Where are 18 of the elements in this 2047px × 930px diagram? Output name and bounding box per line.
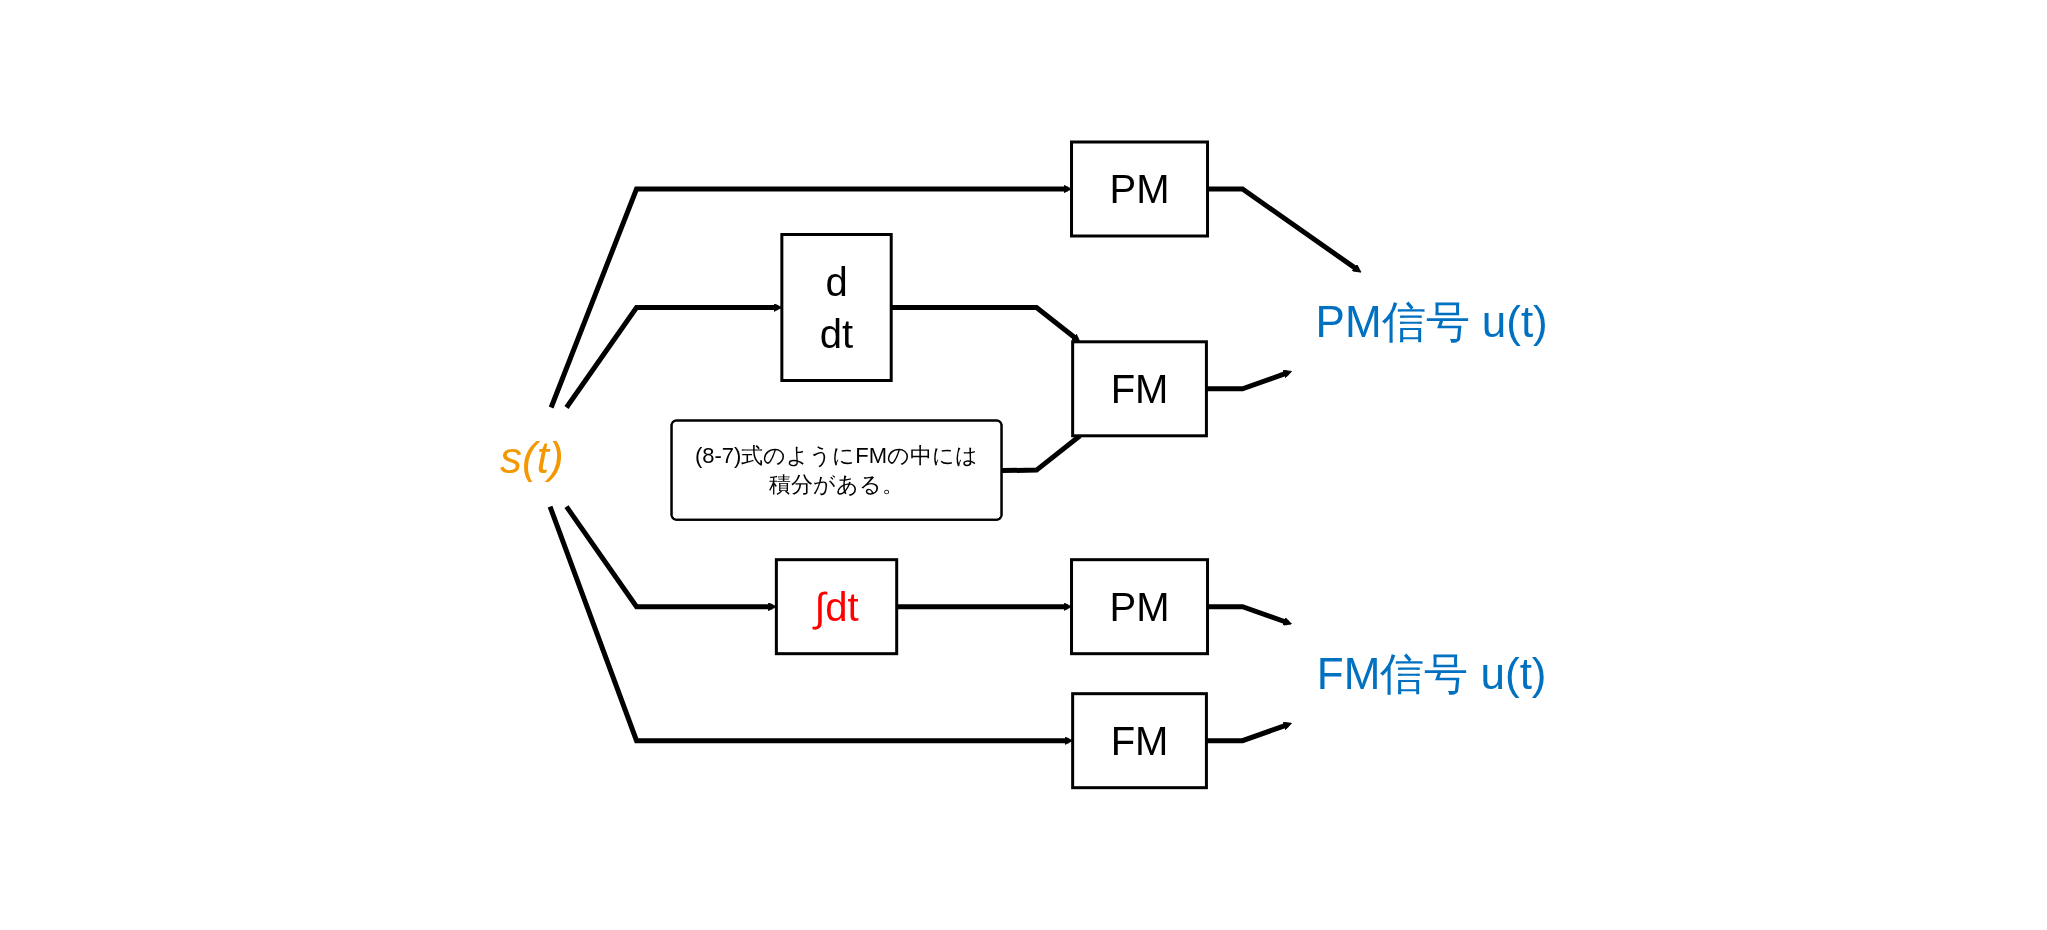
- arrow: [1206, 721, 1292, 744]
- node-text: FM信号 u(t): [1316, 649, 1547, 699]
- arrow: [564, 303, 782, 410]
- node-text: s(t): [499, 432, 564, 482]
- connector: [1001, 434, 1082, 474]
- node-box: ∫dt: [774, 558, 898, 656]
- arrow: [1207, 604, 1292, 626]
- node-box: FM: [1070, 340, 1208, 438]
- arrow: [548, 184, 1072, 409]
- arrow: [896, 602, 1072, 612]
- node-box: PM: [1069, 558, 1209, 656]
- arrow: [1207, 186, 1362, 273]
- node-box: FM: [1070, 692, 1208, 790]
- node-text: PM信号 u(t): [1315, 297, 1548, 347]
- arrow: [547, 505, 1073, 746]
- node-box: PM: [1069, 140, 1209, 238]
- node-box: d dt: [779, 233, 893, 383]
- arrow: [1206, 370, 1292, 392]
